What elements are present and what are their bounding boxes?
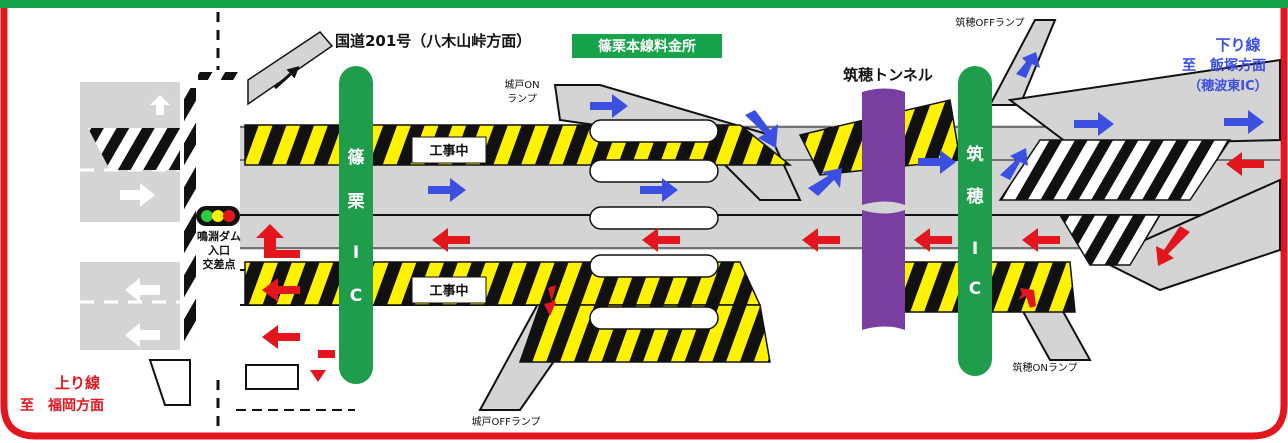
chikuho-ic-char-4: C [969,279,981,299]
chikuho-ic-char-2: 穂 [967,186,984,207]
title-box [572,34,722,58]
map-frame [0,8,1288,440]
jodo-off-ramp-label: 城戸OFFランプ [471,416,540,428]
jodo-on-ramp-label-1: 城戸ON [504,79,539,91]
chikuho-off-ramp-label: 筑穂OFFランプ [955,16,1024,29]
sasaguri-ic-char-3: I [353,243,359,263]
outbound-direction: 上り線 [55,374,100,392]
jodo-on-ramp-label-2: ランプ [507,93,537,105]
route-label: 国道201号（八木山峠方面） [335,32,531,50]
inbound-via: （穂波東IC） [1188,78,1267,94]
left-crossroad [80,12,355,430]
intersection-label-3: 交差点 [203,257,236,271]
sasaguri-ic-char-2: 栗 [348,192,365,212]
traffic-light-icon [196,206,240,226]
sasaguri-ic-char-4: C [350,286,362,306]
tunnel-label: 筑穂トンネル [842,66,933,84]
map-title: 篠栗本線料金所 [598,38,696,55]
toll-booths [589,119,719,330]
chikuho-ic-pill [958,66,992,376]
chikuho-on-ramp-label: 筑穂ONランプ [1012,361,1077,374]
tunnel-portal [862,88,905,330]
intersection-label-2: 入口 [208,244,230,257]
inbound-destination: 至 飯塚方面 [1182,57,1266,74]
chikuho-ic-char-1: 筑 [967,144,984,165]
inbound-arrows [428,52,1264,202]
sasaguri-ic-pill [339,66,373,384]
construction-label-lower: 工事中 [429,283,468,299]
construction-label-upper: 工事中 [429,143,468,159]
chikuho-ic-char-3: I [972,239,978,259]
outbound-destination: 至 福岡方面 [20,397,104,414]
inbound-direction: 下り線 [1215,36,1260,54]
intersection-label-1: 鳴淵ダム [197,229,241,243]
sasaguri-ic-char-1: 篠 [348,147,366,168]
outbound-arrows [256,152,1264,382]
top-band [0,0,1288,8]
